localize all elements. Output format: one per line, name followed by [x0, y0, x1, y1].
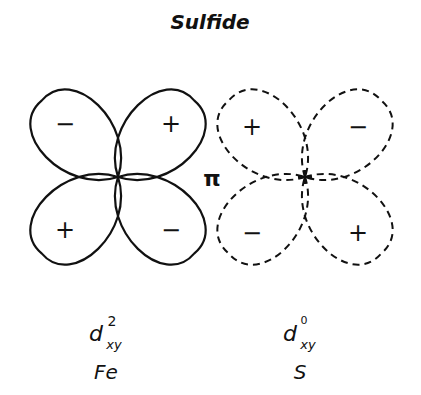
fe-orbital	[16, 75, 221, 280]
orbital-subscript: xy	[106, 338, 121, 351]
sign: −	[242, 221, 262, 245]
atom-symbol: Fe	[94, 362, 118, 382]
orbital-subscript: xy	[300, 338, 315, 351]
sign: −	[161, 218, 181, 242]
s-orbital	[203, 75, 408, 280]
electron-count: 0	[301, 315, 308, 326]
sign: +	[348, 221, 368, 245]
title: Sulfide	[170, 12, 249, 32]
sign: +	[55, 218, 75, 242]
bond-symbol: π	[203, 168, 220, 190]
overlap-region	[203, 151, 331, 279]
electron-count: 2	[108, 314, 117, 328]
overlap-region	[203, 75, 331, 203]
sign: −	[348, 115, 368, 139]
orbital-letter: d	[283, 323, 297, 345]
nucleus-cross	[298, 170, 312, 184]
orbital-letter: d	[89, 323, 103, 345]
sign: −	[55, 112, 75, 136]
atom-symbol: S	[294, 362, 307, 382]
sign: +	[242, 115, 262, 139]
sign: +	[161, 112, 181, 136]
